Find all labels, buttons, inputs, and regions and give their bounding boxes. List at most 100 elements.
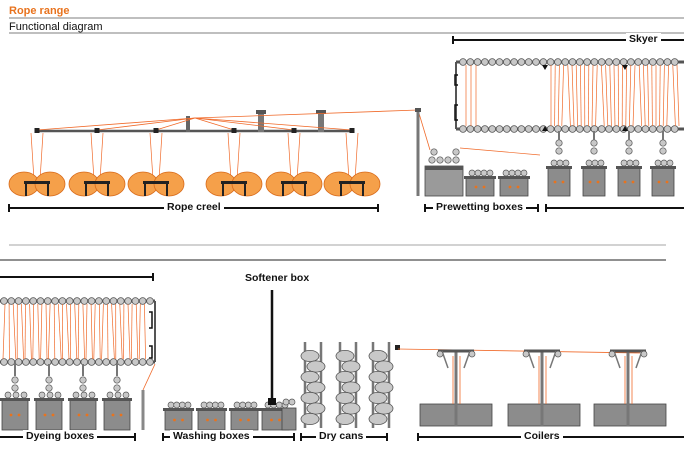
level-dot (657, 180, 661, 184)
roller (486, 169, 494, 177)
rope (12, 303, 17, 360)
roller (72, 391, 80, 399)
dry-can (335, 349, 355, 362)
rope (53, 303, 56, 360)
rope (66, 303, 70, 360)
roller (167, 401, 175, 409)
dry-can (300, 370, 320, 383)
dry-cans-stacks (300, 342, 400, 428)
roller (473, 125, 482, 133)
roller (87, 358, 96, 366)
roller (568, 125, 577, 133)
rope (37, 303, 40, 360)
skyer (452, 36, 684, 133)
roller (648, 125, 657, 133)
rope (30, 132, 35, 181)
roller (73, 297, 81, 305)
roller (670, 125, 679, 133)
level-dot (239, 418, 242, 422)
level-dot (561, 180, 565, 184)
roller (122, 391, 130, 399)
dry-can (335, 391, 355, 404)
diagram-title: Rope range (9, 5, 70, 17)
rope (591, 64, 594, 127)
dry-can (368, 412, 388, 425)
roller (656, 58, 664, 66)
roller (146, 358, 154, 366)
rope (638, 64, 642, 127)
rope (672, 64, 676, 127)
dye-box (69, 399, 97, 431)
rope (459, 147, 541, 156)
level-dot (278, 418, 281, 422)
roller (612, 125, 621, 133)
roller (626, 159, 634, 167)
rope (135, 303, 139, 360)
roller (46, 391, 54, 399)
roller (550, 159, 558, 167)
box-rim (196, 408, 227, 411)
creel-hook (291, 128, 297, 133)
roller (288, 398, 296, 406)
rope (127, 303, 131, 360)
roller (444, 156, 452, 164)
rope (39, 132, 44, 181)
dry-can (368, 370, 388, 383)
creel-hook (94, 128, 100, 133)
roller (138, 297, 147, 305)
guide (542, 65, 548, 70)
dye-ropes (2, 303, 146, 360)
dye-box (1, 399, 29, 431)
roller (585, 159, 593, 167)
skyer-box (651, 167, 675, 197)
level-dot (9, 413, 13, 417)
roller (124, 297, 132, 305)
box-rim (34, 398, 64, 401)
rope (40, 303, 43, 360)
roller (38, 391, 46, 399)
roller (590, 147, 598, 155)
box-rim (464, 176, 496, 179)
roller (138, 358, 147, 366)
roller (79, 384, 87, 392)
roller (45, 384, 53, 392)
roller (20, 391, 28, 399)
roller (233, 401, 241, 409)
level-dot (206, 418, 209, 422)
roller (12, 391, 20, 399)
dry-can (374, 402, 394, 415)
roller (65, 358, 74, 366)
roller (474, 169, 482, 177)
stand-top (84, 181, 110, 184)
roller (452, 156, 460, 164)
roller (561, 125, 569, 133)
creel-hook (34, 128, 40, 133)
creel-hook (231, 128, 237, 133)
rope (659, 64, 661, 127)
guide (622, 65, 628, 70)
wash-box (164, 409, 193, 431)
rope (557, 64, 560, 127)
rope-creel-label: Rope creel (164, 201, 224, 213)
roller (109, 358, 118, 366)
roller (656, 125, 664, 133)
roller (575, 58, 584, 66)
box-rim (546, 166, 572, 169)
rope (21, 303, 24, 360)
roller (436, 350, 444, 358)
roller (250, 401, 258, 409)
roller (80, 391, 88, 399)
roller (620, 159, 628, 167)
dry-can (300, 391, 320, 404)
roller (73, 358, 81, 366)
level-dot (596, 180, 600, 184)
roller (524, 125, 533, 133)
roller (436, 156, 444, 164)
level-dot (214, 418, 217, 422)
level-dot (588, 180, 592, 184)
roller (648, 58, 657, 66)
level-dot (85, 413, 89, 417)
rope (609, 64, 612, 127)
rope (77, 303, 80, 360)
roller (597, 58, 606, 66)
